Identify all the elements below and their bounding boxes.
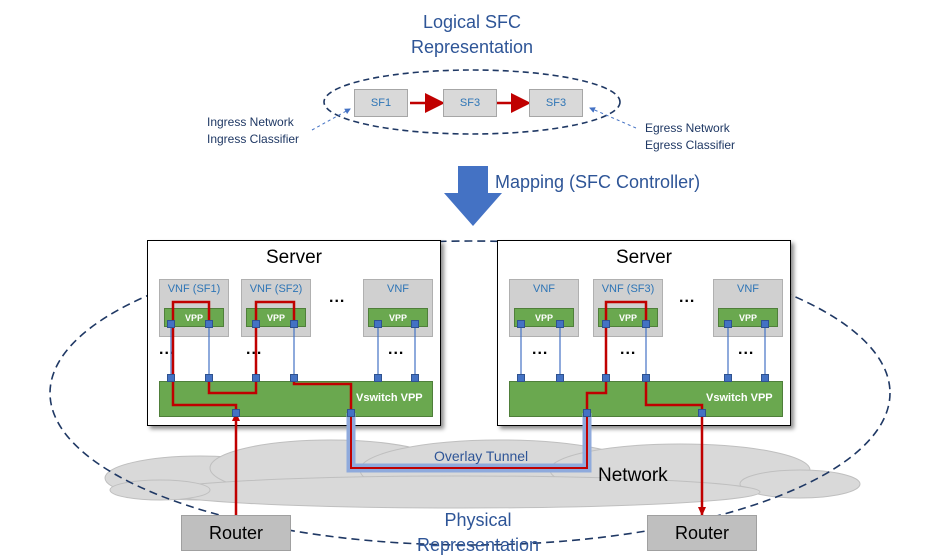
server-2: Server VNF VPP VNF (SF3) VPP ... VNF VPP… [497,240,791,426]
vswitch-label: Vswitch VPP [356,392,423,404]
sf-box-1: SF1 [354,89,408,117]
port [167,374,175,382]
interface-ellipsis: ... [738,341,755,358]
overlay-tunnel-label: Overlay Tunnel [434,448,529,464]
vnf-sf1: VNF (SF1) VPP [159,279,229,337]
vnf-generic: VNF VPP [363,279,433,337]
vnf-sf2: VNF (SF2) VPP [241,279,311,337]
port [517,320,525,328]
ingress-classifier-label: Ingress Classifier [207,132,300,146]
port [252,374,260,382]
logical-ellipse [323,69,621,135]
server-1: Server VNF (SF1) VPP VNF (SF2) VPP ... V… [147,240,441,426]
vnf-sf1-label: VNF (SF1) [167,283,221,295]
vnf-generic: VNF VPP [713,279,783,337]
port [698,409,706,417]
port [583,409,591,417]
vnf-ellipsis: ... [679,289,696,306]
vnf-sf3-label: VNF (SF3) [601,283,655,295]
egress-classifier-label: Egress Classifier [645,138,736,152]
mapping-arrow [444,166,502,226]
vswitch-vpp-1: Vswitch VPP [159,381,433,417]
server-1-label: Server [266,247,322,268]
vswitch-vpp-2: Vswitch VPP [509,381,783,417]
port [411,374,419,382]
port [205,320,213,328]
ingress-network-label: Ingress Network [207,115,294,129]
vnf-sf3: VNF (SF3) VPP [593,279,663,337]
logical-title-line2: Representation [410,37,534,57]
port [761,320,769,328]
router-right: Router [647,515,757,551]
mapping-label: Mapping (SFC Controller) [495,172,701,192]
port [556,374,564,382]
vnf-generic-label: VNF [737,283,759,295]
vnf-ellipsis: ... [329,289,346,306]
physical-title-line1: Physical [444,510,512,530]
port [347,409,355,417]
port [724,374,732,382]
port [232,409,240,417]
port [252,320,260,328]
interface-ellipsis: ... [388,341,405,358]
port [602,320,610,328]
port [411,320,419,328]
physical-ellipse [49,240,891,546]
interface-ellipsis: ... [620,341,637,358]
port [374,320,382,328]
port [724,320,732,328]
interface-ellipsis: ... [246,341,263,358]
port [167,320,175,328]
router-left: Router [181,515,291,551]
egress-network-label: Egress Network [645,121,730,135]
physical-title-line2: Representation [416,535,540,555]
port [374,374,382,382]
vnf-sf2-label: VNF (SF2) [249,283,303,295]
logical-title-line1: Logical SFC [422,12,522,32]
port [290,320,298,328]
interface-ellipsis: ... [159,341,176,358]
port [761,374,769,382]
server-2-label: Server [616,247,672,268]
port [642,320,650,328]
port [290,374,298,382]
port [642,374,650,382]
vnf-generic: VNF VPP [509,279,579,337]
vnf-generic-label: VNF [387,283,409,295]
sf-box-3: SF3 [529,89,583,117]
vswitch-label: Vswitch VPP [706,392,773,404]
port [602,374,610,382]
network-label: Network [598,465,668,486]
port [556,320,564,328]
port [517,374,525,382]
sf-box-2: SF3 [443,89,497,117]
interface-ellipsis: ... [532,341,549,358]
vnf-generic-label: VNF [533,283,555,295]
port [205,374,213,382]
